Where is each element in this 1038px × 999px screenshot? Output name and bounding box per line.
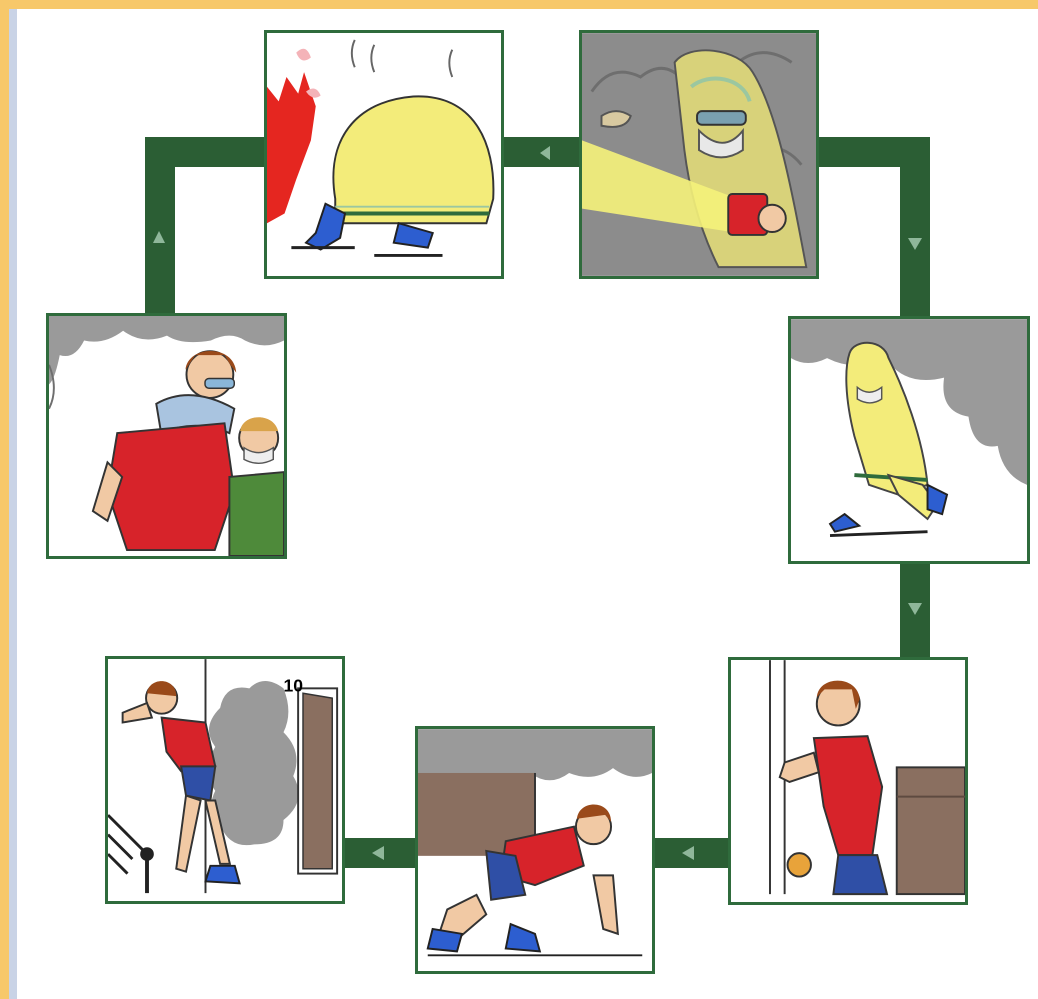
cover-mouth-scene-icon [49, 316, 284, 556]
panel-crawl-low-under-smoke [415, 726, 655, 974]
connector-right-vertical-upper [900, 137, 930, 322]
panel-flashlight-in-smoke [579, 30, 819, 279]
panel-cover-nose-and-mouth [46, 313, 287, 559]
panel-exit-to-stairs: 10 [105, 656, 345, 904]
panel-test-door-with-hand [728, 657, 968, 905]
covered-walk-smoke-scene-icon [791, 319, 1027, 561]
feel-door-scene-icon [731, 660, 965, 902]
fire-blanket-scene-icon [267, 33, 501, 276]
door-number: 10 [284, 675, 304, 695]
panel-walk-covered-through-smoke [788, 316, 1030, 564]
crawl-low-scene-icon [418, 729, 652, 971]
flashlight-smoke-scene-icon [582, 33, 816, 276]
exit-stairs-scene-icon: 10 [108, 659, 342, 901]
panel-crawl-under-blanket [264, 30, 504, 279]
connector-top-left [145, 137, 270, 167]
